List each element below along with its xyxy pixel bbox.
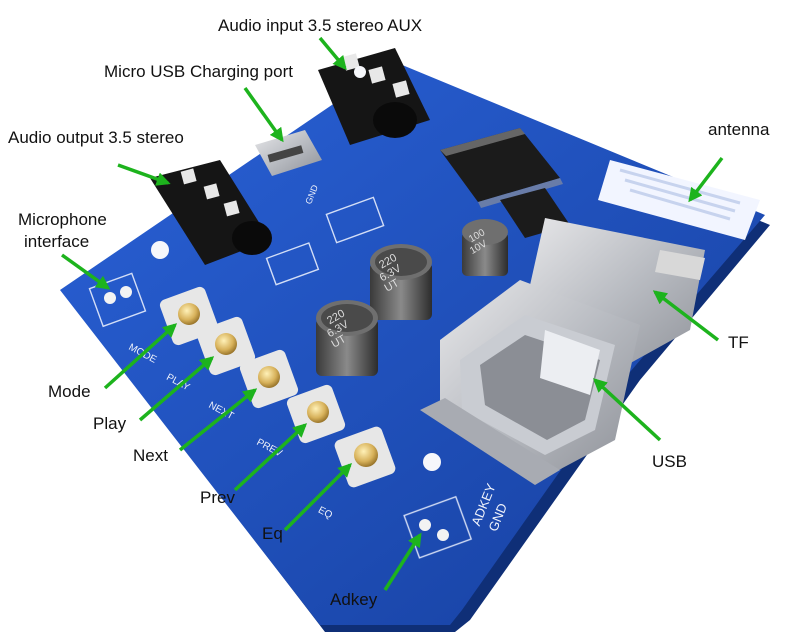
usb-port xyxy=(420,280,640,485)
mic-pad-2 xyxy=(120,286,132,298)
mic-pad-1 xyxy=(104,292,116,304)
arrow-next xyxy=(178,388,258,452)
arrow-usb xyxy=(592,378,662,442)
label-tf: TF xyxy=(728,333,749,352)
label-adkey: Adkey xyxy=(330,590,378,609)
silkscreen-outlines xyxy=(88,196,473,559)
arrow-play xyxy=(138,356,215,422)
label-antenna: antenna xyxy=(708,120,770,139)
arrow-micro-usb xyxy=(243,86,284,143)
callout-arrows xyxy=(60,36,724,591)
adkey-pad-2 xyxy=(437,529,449,541)
mount-hole-2 xyxy=(423,453,441,471)
label-microphone-line1: Microphone xyxy=(18,210,107,229)
capacitor-a xyxy=(370,244,432,320)
arrow-eq xyxy=(283,463,352,532)
main-ic-chip xyxy=(440,128,563,208)
capacitor-b xyxy=(316,300,378,376)
arrow-audio-output xyxy=(117,163,171,186)
mount-hole-1 xyxy=(151,241,169,259)
audio-output-jack xyxy=(150,160,272,265)
label-audio-output: Audio output 3.5 stereo xyxy=(8,128,184,147)
audio-input-jack xyxy=(318,48,430,145)
label-play: Play xyxy=(93,414,127,433)
label-mode: Mode xyxy=(48,382,91,401)
label-eq: Eq xyxy=(262,524,283,543)
capacitor-c xyxy=(462,219,508,276)
label-prev: Prev xyxy=(200,488,235,507)
arrow-prev xyxy=(233,423,308,492)
arrow-adkey xyxy=(383,532,422,591)
label-audio-input: Audio input 3.5 stereo AUX xyxy=(218,16,423,35)
label-usb: USB xyxy=(652,452,687,471)
mount-hole-3 xyxy=(354,66,366,78)
arrow-microphone xyxy=(60,253,111,290)
label-micro-usb: Micro USB Charging port xyxy=(104,62,293,81)
label-next: Next xyxy=(133,446,168,465)
arrow-audio-input xyxy=(318,36,347,71)
adkey-pad-1 xyxy=(419,519,431,531)
arrow-mode xyxy=(103,323,178,390)
arrow-antenna xyxy=(688,156,724,203)
label-microphone-line2: interface xyxy=(24,232,90,251)
arrow-tf xyxy=(652,290,720,342)
antenna-trace xyxy=(598,160,760,240)
